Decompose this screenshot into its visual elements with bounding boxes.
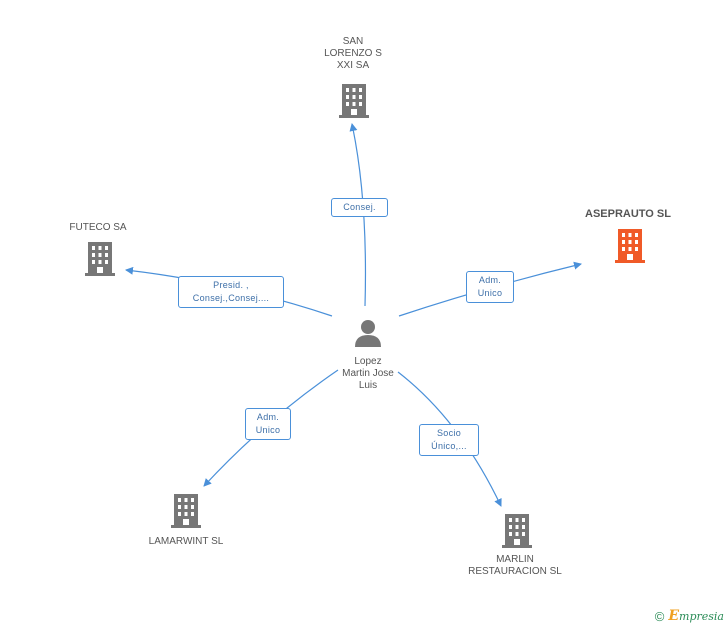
company-node-futeco[interactable]: FUTECO SA — [52, 222, 144, 282]
copyright-icon: © — [654, 608, 665, 624]
building-icon — [615, 229, 645, 263]
company-node-marlin[interactable]: MARLIN RESTAURACION SL — [450, 514, 580, 584]
company-name: LAMARWINT SL — [148, 536, 224, 547]
brand-logo: Empresia — [668, 608, 724, 624]
building-icon — [339, 84, 369, 118]
person-icon — [355, 320, 381, 347]
company-name: FUTECO SA — [69, 222, 127, 233]
company-name: MARLIN RESTAURACION SL — [468, 554, 562, 577]
building-icon — [171, 494, 201, 528]
building-icon — [502, 514, 532, 548]
building-icon — [85, 242, 115, 276]
relation-label-marlin[interactable]: Socio Único,... — [419, 424, 479, 456]
company-name: SAN LORENZO S XXI SA — [324, 36, 382, 71]
company-node-san-lorenzo[interactable]: SAN LORENZO S XXI SA — [305, 36, 401, 122]
relation-label-lamarwint[interactable]: Adm. Unico — [245, 408, 291, 440]
person-name: Lopez Martin Jose Luis — [342, 356, 394, 391]
company-name: ASEPRAUTO SL — [585, 208, 671, 220]
relation-label-san-lorenzo[interactable]: Consej. — [331, 198, 388, 217]
company-node-lamarwint[interactable]: LAMARWINT SL — [130, 494, 242, 550]
relation-label-asepraut[interactable]: Adm. Unico — [466, 271, 514, 303]
footer-brand: © Empresia — [655, 608, 724, 624]
company-node-asepraut[interactable]: ASEPRAUTO SL — [572, 208, 684, 268]
relation-label-futeco[interactable]: Presid. , Consej.,Consej.... — [178, 276, 284, 308]
person-node[interactable]: Lopez Martin Jose Luis — [333, 318, 403, 402]
